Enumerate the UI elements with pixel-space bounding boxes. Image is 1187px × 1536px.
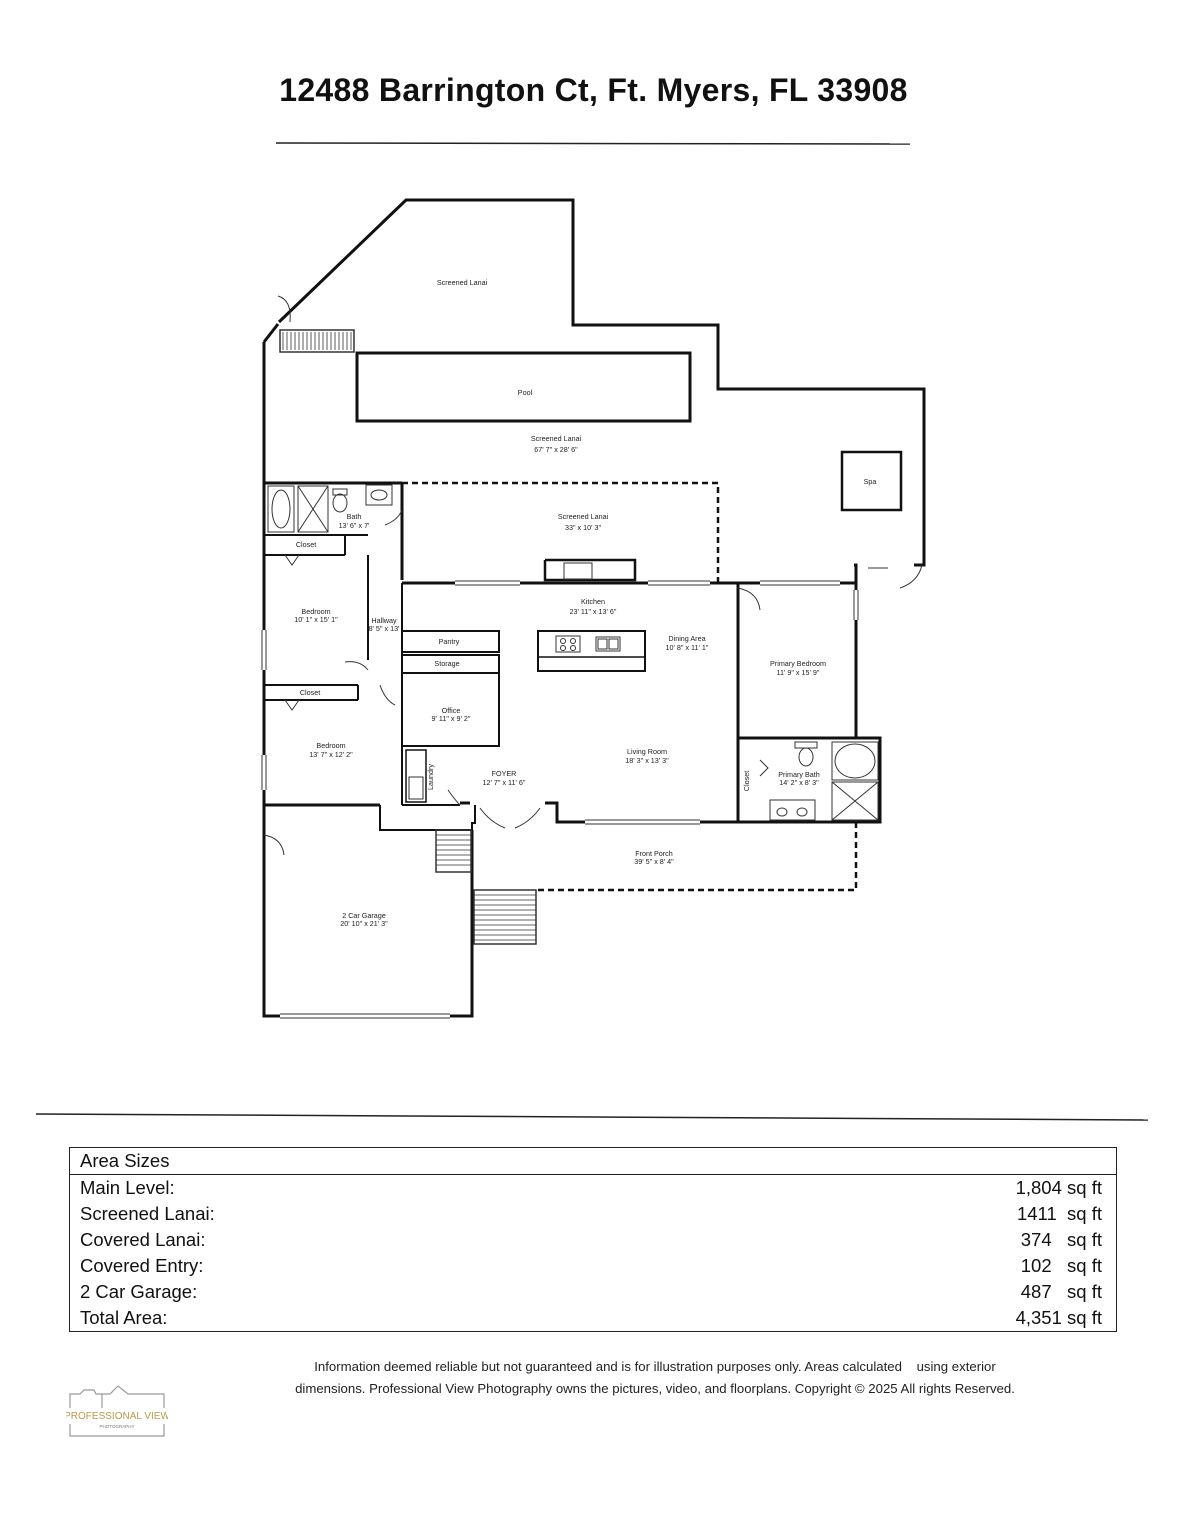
room-name-front-porch: Front Porch [635, 849, 673, 858]
front-porch-outline [538, 822, 858, 892]
row-label: Covered Lanai: [80, 1229, 206, 1250]
room-dim-bedroom-2: 13' 7" x 12' 2" [309, 750, 353, 759]
table-row: Covered Lanai: 374 sq ft [70, 1227, 1117, 1253]
table-row: Main Level: 1,804 sq ft [70, 1175, 1117, 1202]
room-name-foyer: FOYER [492, 769, 517, 778]
primary-bath-walls [545, 736, 882, 824]
room-dim-foyer: 12' 7" x 11' 6" [483, 778, 526, 787]
room-name-pantry: Pantry [439, 637, 460, 646]
table-row: Covered Entry: 102 sq ft [70, 1253, 1117, 1279]
row-value: 102 sq ft [1020, 1255, 1102, 1276]
logo-text: PROFESSIONAL VIEW [66, 1411, 168, 1422]
room-name-screened-lanai-main: Screened Lanai [531, 434, 582, 443]
room-name-bedroom-2: Bedroom [316, 741, 345, 750]
table-row: Total Area: 4,351 sq ft [70, 1305, 1117, 1332]
row-value: 374 sq ft [1020, 1229, 1102, 1250]
room-name-pool: Pool [518, 388, 533, 397]
professional-view-logo: PROFESSIONAL VIEW PHOTOGRAPHY [66, 1385, 168, 1437]
title-underline [275, 142, 911, 145]
room-dim-bedroom-1: 10' 1" x 15' 1" [294, 615, 338, 624]
row-label: 2 Car Garage: [80, 1281, 198, 1302]
room-dim-bath: 13' 6" x 7' [339, 521, 370, 530]
room-name-closet-1: Closet [296, 540, 316, 549]
row-value: 1411 sq ft [1016, 1203, 1102, 1224]
office-box [401, 672, 500, 747]
room-dim-primary-bedroom: 11' 9" x 15' 9" [777, 668, 820, 677]
room-name-hallway: Hallway [371, 616, 397, 625]
table-header-row: Area Sizes [69, 1147, 1117, 1175]
room-name-screened-lanai-top: Screened Lanai [437, 278, 488, 287]
room-name-spa: Spa [864, 477, 877, 486]
kitchen-range-wall [543, 558, 637, 582]
table-row: 2 Car Garage: 487 sq ft [70, 1279, 1117, 1305]
room-name-closet-2: Closet [300, 688, 320, 697]
kitchen-island [537, 630, 646, 672]
room-name-bedroom-1: Bedroom [301, 607, 330, 616]
spa-outline [840, 450, 903, 512]
room-dim-garage: 20' 10" x 21' 3" [340, 919, 388, 928]
room-dim-kitchen: 23' 11" x 13' 6" [570, 607, 617, 616]
row-value: 1,804 sq ft [1015, 1177, 1102, 1198]
garage-wall-north [471, 805, 476, 830]
room-dim-screened-lanai-main: 67' 7" x 28' 6" [534, 445, 578, 454]
room-dim-screened-lanai-small: 33" x 10' 3" [565, 523, 601, 532]
pantry-box [401, 630, 500, 653]
row-label: Main Level: [80, 1177, 175, 1198]
room-name-living: Living Room [627, 747, 667, 756]
room-name-garage: 2 Car Garage [342, 911, 386, 920]
table-header: Area Sizes [69, 1147, 1117, 1175]
table-row: Screened Lanai: 1411 sq ft [70, 1201, 1117, 1227]
screened-lanai-small-outline [402, 481, 720, 583]
room-name-primary-bedroom: Primary Bedroom [770, 659, 826, 668]
garage-step-wall [379, 805, 472, 831]
room-dim-primary-bath: 14' 2" x 8' 3" [779, 778, 819, 787]
pool-outline [355, 351, 692, 423]
room-name-office: Office [442, 706, 461, 715]
room-name-primary-bath: Primary Bath [778, 770, 820, 779]
row-value: 487 sq ft [1020, 1281, 1102, 1302]
room-name-dining: Dining Area [668, 634, 705, 643]
disclaimer-line-2: dimensions. Professional View Photograph… [295, 1381, 1015, 1396]
page-title: 12488 Barrington Ct, Ft. Myers, FL 33908 [279, 72, 908, 108]
area-sizes-table: Area Sizes Main Level: 1,804 sq ft Scree… [69, 1147, 1117, 1332]
room-dim-living: 18' 3" x 13' 3" [625, 756, 669, 765]
laundry-unit [405, 749, 427, 803]
lanai-outline [277, 198, 926, 567]
logo-subtext: PHOTOGRAPHY [100, 1424, 135, 1429]
room-name-closet-3: Closet [742, 771, 751, 791]
row-label: Covered Entry: [80, 1255, 204, 1276]
lanai-wall-east [854, 563, 858, 580]
room-name-laundry: Laundry [426, 764, 435, 790]
room-name-bath: Bath [347, 512, 362, 521]
row-label: Total Area: [80, 1307, 168, 1328]
disclaimer: Information deemed reliable but not guar… [240, 1356, 1070, 1400]
room-dim-front-porch: 39' 5" x 8' 4" [634, 857, 674, 866]
section-divider [35, 1113, 1149, 1121]
disclaimer-line-1: Information deemed reliable but not guar… [314, 1359, 996, 1374]
room-name-kitchen: Kitchen [581, 597, 605, 606]
room-dim-office: 9' 11" x 9' 2" [432, 714, 471, 723]
row-value: 4,351 sq ft [1015, 1307, 1102, 1328]
lanai-wall-corner [262, 323, 280, 343]
room-name-storage: Storage [434, 659, 459, 668]
room-name-screened-lanai-small: Screened Lanai [558, 512, 609, 521]
row-label: Screened Lanai: [80, 1203, 215, 1224]
room-dim-hallway: 8' 5" x 13' [369, 624, 400, 633]
room-dim-dining: 10' 8" x 11' 1" [666, 643, 709, 652]
